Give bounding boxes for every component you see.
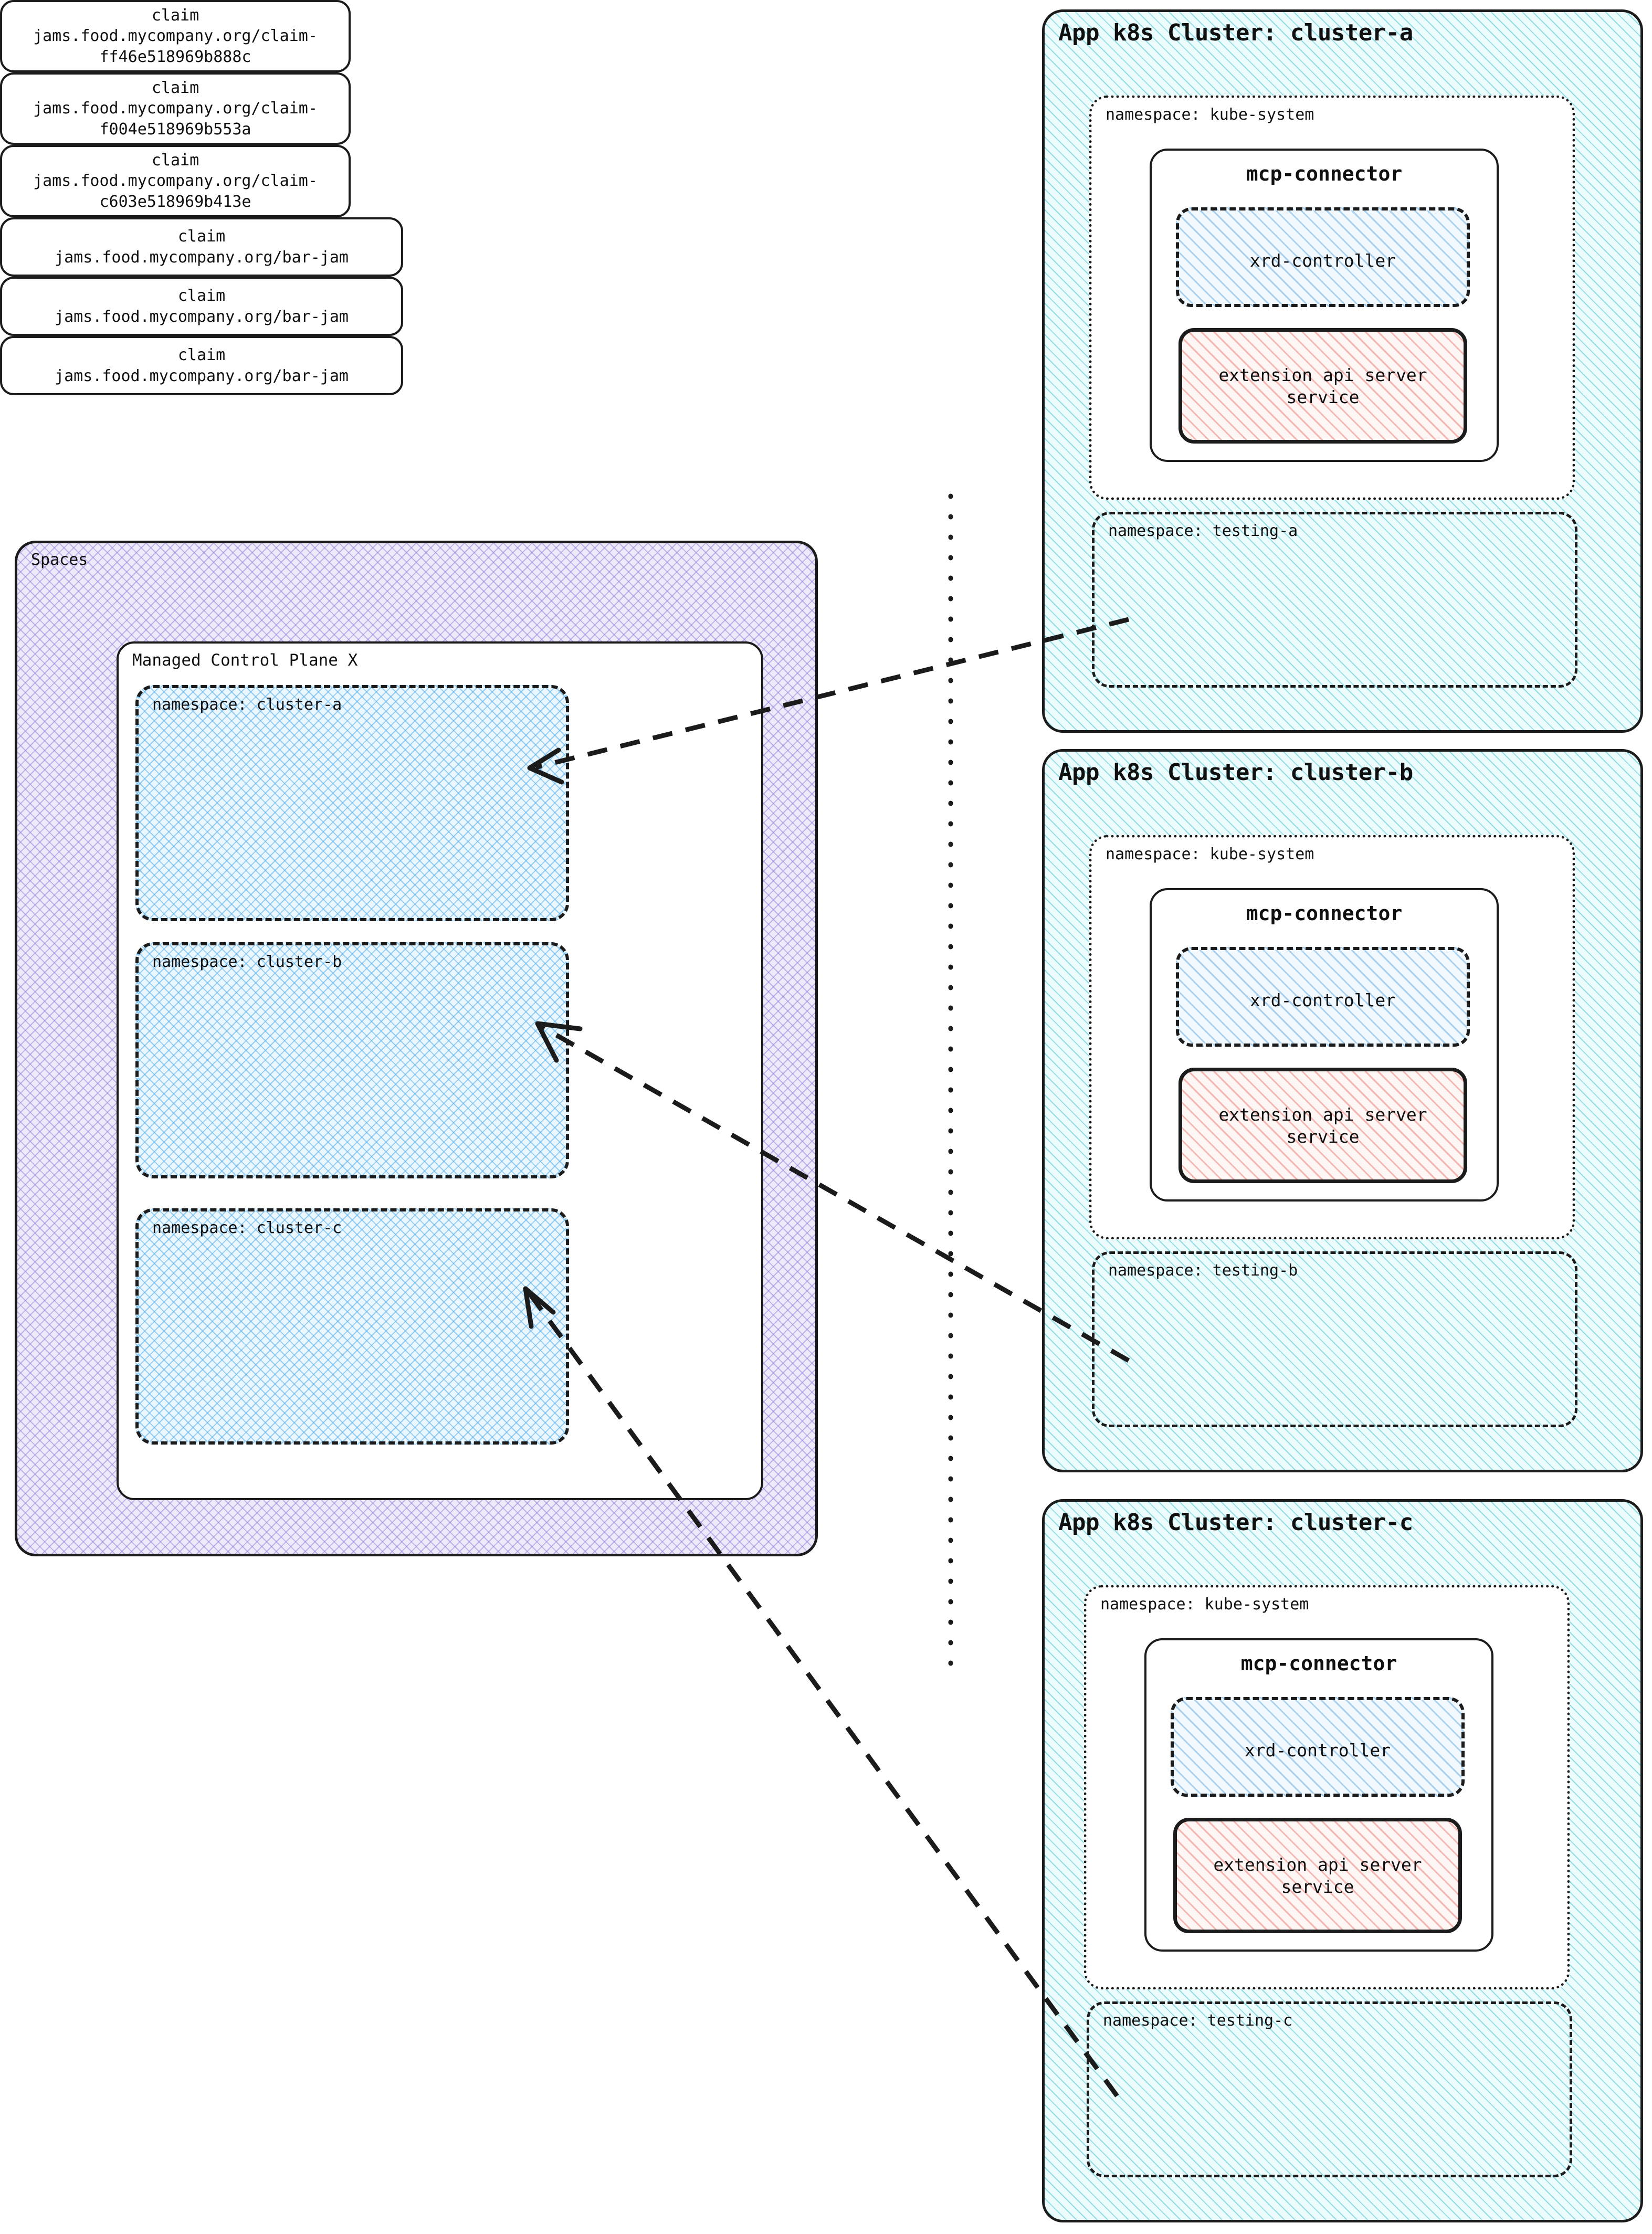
cluster-c-kube-system-label: namespace: kube-system — [1100, 1595, 1309, 1614]
app-cluster-b-title: App k8s Cluster: cluster-b — [1058, 759, 1413, 786]
mcp-namespace-cluster-b-label: namespace: cluster-b — [152, 953, 342, 971]
claim-ref-line1: jams.food.mycompany.org/claim- — [33, 172, 318, 191]
cluster-a-testing-claim[interactable]: claim jams.food.mycompany.org/bar-jam — [0, 217, 403, 277]
mcp-namespace-cluster-a: namespace: cluster-a — [135, 685, 569, 921]
cluster-c-testing-claim[interactable]: claim jams.food.mycompany.org/bar-jam — [0, 336, 403, 395]
cluster-b-ext-api-line1: extension api server — [1218, 1104, 1427, 1125]
cluster-c-namespace-testing: namespace: testing-c — [1087, 2001, 1572, 2177]
managed-control-plane-label: Managed Control Plane X — [132, 651, 358, 670]
cluster-b-mcp-connector-label: mcp-connector — [1246, 902, 1403, 925]
claim-box-cluster-c[interactable]: claim jams.food.mycompany.org/claim- c60… — [0, 145, 351, 217]
mcp-namespace-cluster-c: namespace: cluster-c — [135, 1208, 569, 1445]
cluster-a-namespace-testing: namespace: testing-a — [1092, 512, 1577, 688]
cluster-b-kube-system-label: namespace: kube-system — [1106, 845, 1314, 863]
claim-ref-line1: jams.food.mycompany.org/claim- — [33, 99, 318, 118]
cluster-c-ext-api-line1: extension api server — [1213, 1854, 1422, 1875]
cluster-c-extension-api-server: extension api server service — [1173, 1818, 1462, 1933]
claim-kind: claim — [151, 6, 199, 25]
claim-kind: claim — [151, 78, 199, 97]
cluster-c-testing-label: namespace: testing-c — [1103, 2011, 1293, 2030]
claim-ref-line1: jams.food.mycompany.org/claim- — [33, 27, 318, 46]
claim-ref: jams.food.mycompany.org/bar-jam — [55, 366, 349, 385]
claim-ref-line2: f004e518969b553a — [99, 120, 251, 139]
cluster-a-xrd-controller-label: xrd-controller — [1249, 250, 1396, 271]
cluster-a-extension-api-server: extension api server service — [1179, 328, 1467, 444]
cluster-b-xrd-controller: xrd-controller — [1176, 947, 1470, 1047]
cluster-c-xrd-controller: xrd-controller — [1171, 1697, 1465, 1797]
cluster-a-testing-label: namespace: testing-a — [1108, 522, 1298, 540]
cluster-a-ext-api-line2: service — [1286, 387, 1360, 407]
cluster-b-ext-api-line2: service — [1286, 1126, 1360, 1147]
mcp-namespace-cluster-a-label: namespace: cluster-a — [152, 696, 342, 714]
cluster-c-mcp-connector-label: mcp-connector — [1240, 1652, 1397, 1675]
cluster-c-xrd-controller-label: xrd-controller — [1244, 1740, 1391, 1761]
claim-ref: jams.food.mycompany.org/bar-jam — [55, 248, 349, 267]
cluster-b-namespace-testing: namespace: testing-b — [1092, 1251, 1577, 1427]
claim-box-cluster-a[interactable]: claim jams.food.mycompany.org/claim- ff4… — [0, 0, 351, 72]
mcp-namespace-cluster-c-label: namespace: cluster-c — [152, 1219, 342, 1237]
cluster-a-ext-api-line1: extension api server — [1218, 365, 1427, 385]
cluster-b-testing-claim[interactable]: claim jams.food.mycompany.org/bar-jam — [0, 277, 403, 336]
spaces-label: Spaces — [31, 551, 88, 569]
app-cluster-a-title: App k8s Cluster: cluster-a — [1058, 19, 1413, 46]
cluster-a-kube-system-label: namespace: kube-system — [1106, 106, 1314, 124]
claim-kind: claim — [177, 345, 226, 364]
claim-kind: claim — [177, 227, 226, 246]
cluster-b-extension-api-server: extension api server service — [1179, 1068, 1467, 1183]
cluster-a-mcp-connector-label: mcp-connector — [1246, 162, 1403, 185]
app-cluster-c-title: App k8s Cluster: cluster-c — [1058, 1509, 1413, 1536]
claim-kind: claim — [177, 286, 226, 305]
claim-ref-line2: ff46e518969b888c — [99, 47, 251, 66]
cluster-b-xrd-controller-label: xrd-controller — [1249, 990, 1396, 1010]
claim-ref: jams.food.mycompany.org/bar-jam — [55, 307, 349, 326]
mcp-namespace-cluster-b: namespace: cluster-b — [135, 942, 569, 1178]
cluster-a-xrd-controller: xrd-controller — [1176, 207, 1470, 307]
claim-kind: claim — [151, 151, 199, 170]
cluster-c-ext-api-line2: service — [1281, 1877, 1354, 1897]
claim-box-cluster-b[interactable]: claim jams.food.mycompany.org/claim- f00… — [0, 72, 351, 145]
cluster-b-testing-label: namespace: testing-b — [1108, 1261, 1298, 1280]
claim-ref-line2: c603e518969b413e — [99, 192, 251, 211]
